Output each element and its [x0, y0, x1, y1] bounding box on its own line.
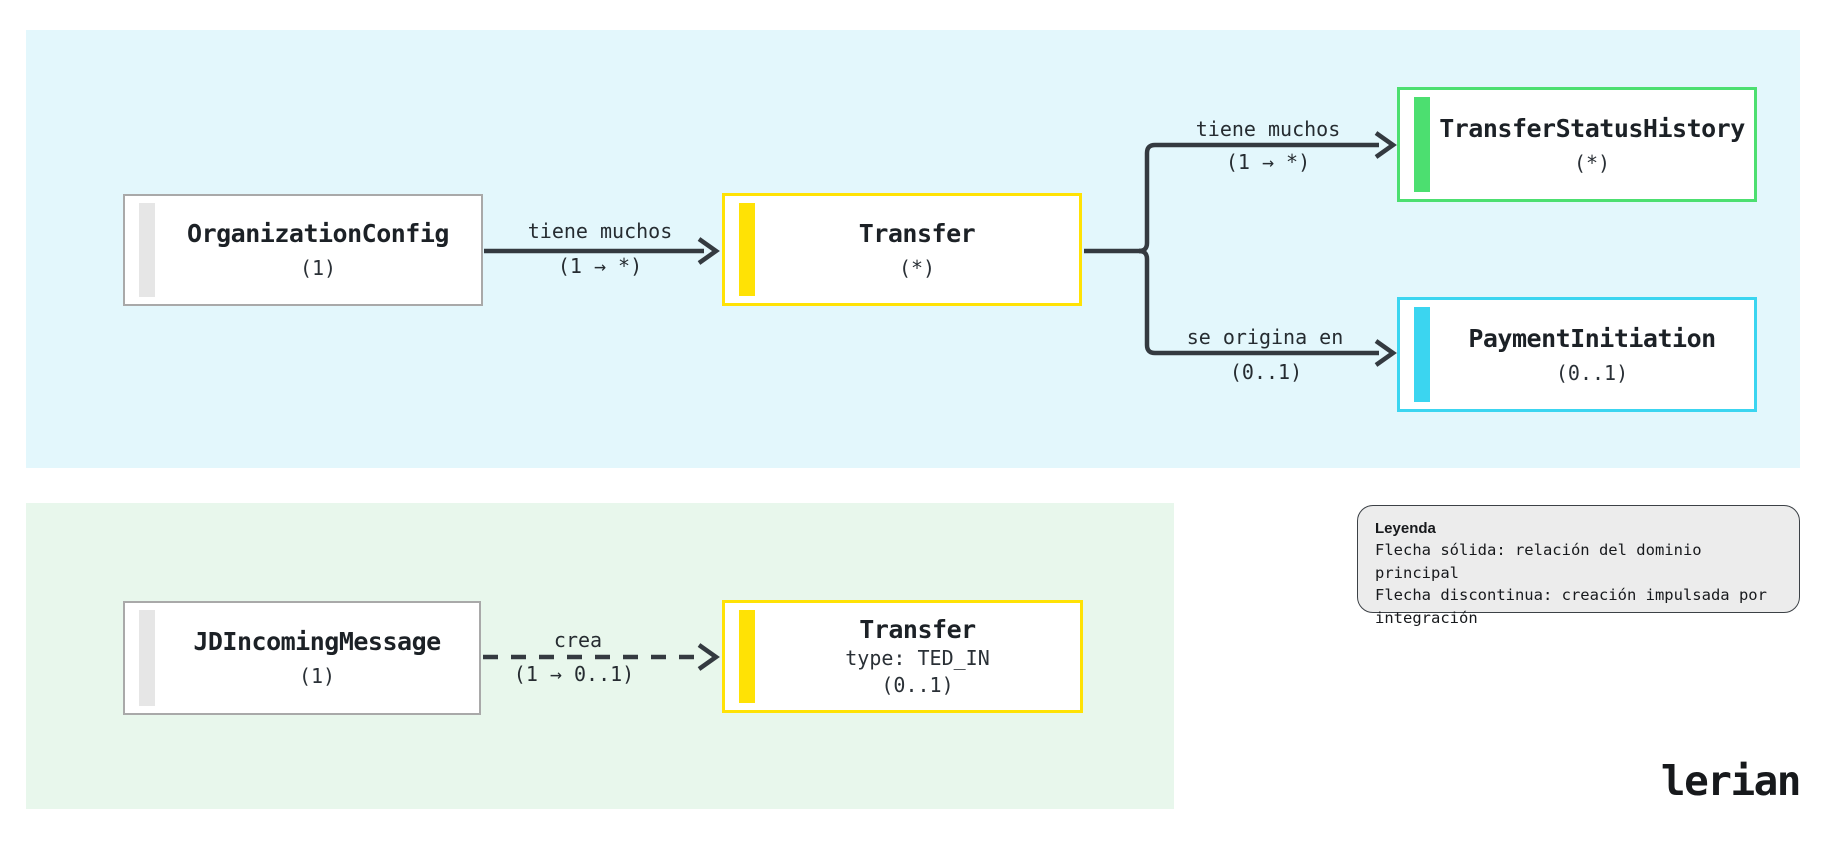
- entity-cardinality: (1): [299, 256, 337, 280]
- legend: Leyenda Flecha sólida: relación del domi…: [1357, 505, 1800, 627]
- entity-title: PaymentInitiation: [1468, 323, 1716, 353]
- relation-cardinality: (1 → 0..1): [513, 662, 635, 686]
- entity-title: TransferStatusHistory: [1439, 113, 1745, 143]
- entity-accent-bar: [739, 203, 755, 296]
- relation-cardinality: (1 → *): [1225, 150, 1311, 174]
- entity-accent-bar: [1414, 307, 1430, 402]
- entity-transfer-status-history: TransferStatusHistory (*): [1397, 87, 1757, 202]
- legend-title: Leyenda: [1375, 520, 1436, 537]
- relation-label: tiene muchos: [1195, 117, 1341, 141]
- entity-attribute: type: TED_IN: [845, 646, 990, 670]
- legend-line-dashed: Flecha discontinua: creación impulsada p…: [1375, 586, 1767, 627]
- entity-accent-bar: [1414, 97, 1430, 192]
- entity-title: OrganizationConfig: [187, 219, 449, 248]
- relation-label: crea: [553, 628, 603, 652]
- entity-transfer-ted-in: Transfer type: TED_IN (0..1): [722, 600, 1083, 713]
- entity-title: Transfer: [858, 218, 976, 248]
- relation-label: tiene muchos: [527, 219, 673, 243]
- entity-payment-initiation: PaymentInitiation (0..1): [1397, 297, 1757, 412]
- lerian-logo: lerian: [1660, 757, 1802, 805]
- relation-cardinality: (0..1): [1229, 360, 1303, 384]
- entity-title: JDIncomingMessage: [193, 627, 441, 656]
- entity-accent-bar: [739, 610, 755, 703]
- entity-cardinality: (1): [298, 664, 336, 688]
- entity-cardinality: (*): [898, 255, 936, 280]
- entity-transfer: Transfer (*): [722, 193, 1082, 306]
- relation-label: se origina en: [1186, 325, 1344, 349]
- entity-cardinality: (0..1): [881, 673, 954, 697]
- entity-cardinality: (0..1): [1555, 360, 1629, 385]
- entity-cardinality: (*): [1573, 150, 1611, 175]
- entity-accent-bar: [139, 610, 155, 706]
- relation-cardinality: (1 → *): [557, 254, 643, 278]
- legend-line-solid: Flecha sólida: relación del dominio prin…: [1375, 541, 1702, 582]
- entity-organization-config: OrganizationConfig (1): [123, 194, 483, 306]
- entity-jd-incoming-message: JDIncomingMessage (1): [123, 601, 481, 715]
- entity-accent-bar: [139, 203, 155, 297]
- entity-title: Transfer: [859, 615, 976, 644]
